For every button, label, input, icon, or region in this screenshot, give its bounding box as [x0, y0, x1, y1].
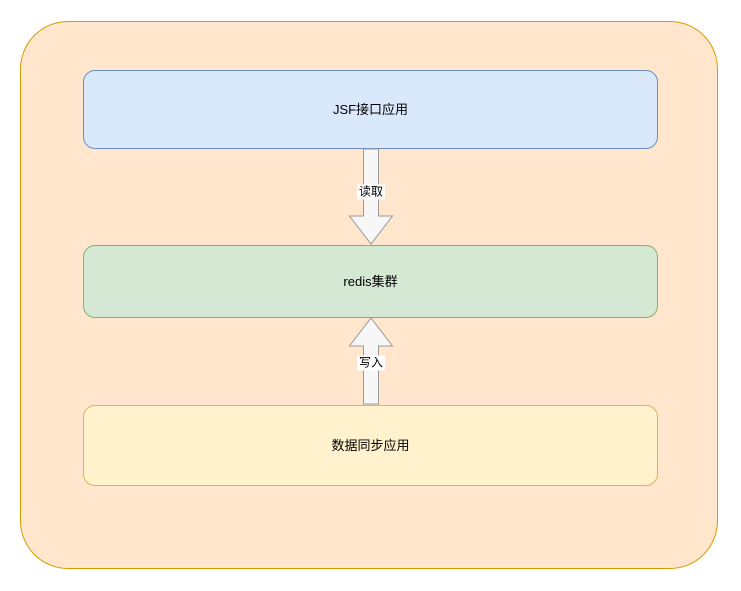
edge-write-label: 写入 [356, 355, 386, 371]
node-jsf-interface-app-label: JSF接口应用 [332, 101, 409, 117]
node-data-sync-app-label: 数据同步应用 [331, 437, 410, 453]
node-data-sync-app[interactable]: 数据同步应用 [83, 405, 658, 486]
node-redis-cluster[interactable]: redis集群 [83, 245, 658, 318]
edge-read-label: 读取 [356, 184, 386, 200]
node-jsf-interface-app[interactable]: JSF接口应用 [83, 70, 658, 149]
node-redis-cluster-label: redis集群 [343, 273, 398, 289]
